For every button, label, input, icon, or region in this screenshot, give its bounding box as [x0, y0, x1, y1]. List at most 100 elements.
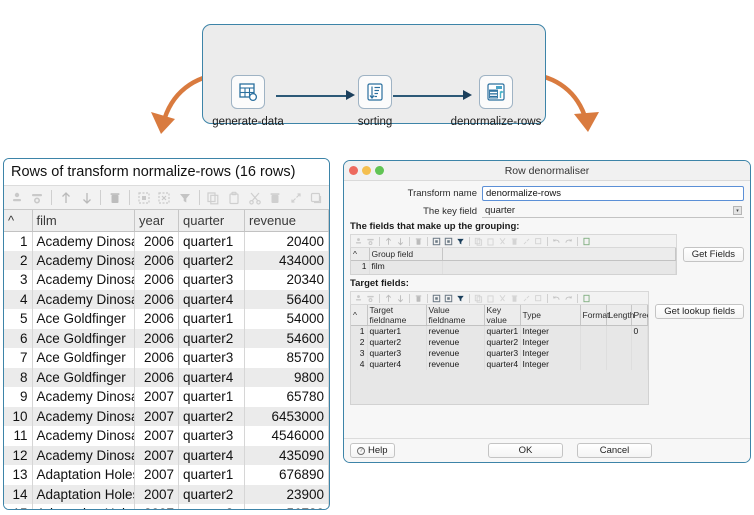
cell-revenue[interactable]: 54000 — [244, 309, 329, 329]
cell-quarter[interactable]: quarter2 — [178, 328, 245, 348]
cancel-button[interactable]: Cancel — [577, 443, 652, 458]
cell-quarter[interactable]: quarter3 — [178, 270, 245, 290]
row-index[interactable]: 2 — [351, 271, 370, 274]
row-index[interactable]: 9 — [4, 387, 33, 407]
cell-year[interactable]: 2007 — [134, 504, 179, 509]
target-col-header-target-fieldname[interactable]: Target fieldname — [367, 305, 427, 326]
filter-icon[interactable] — [455, 293, 466, 304]
add-row-icon[interactable] — [353, 293, 364, 304]
row-index[interactable]: 6 — [4, 328, 33, 348]
flow-node-sorting[interactable]: sorting — [320, 75, 430, 128]
cell-key-value[interactable]: quarter4 — [484, 358, 521, 370]
cell-film[interactable]: Academy Dinosaur — [32, 426, 135, 446]
cell-revenue[interactable]: 435090 — [244, 445, 329, 465]
cell-year[interactable]: 2006 — [134, 270, 179, 290]
cell-year[interactable]: 2006 — [134, 328, 179, 348]
cell-film[interactable]: Adaptation Holes — [32, 465, 135, 485]
delete-icon[interactable] — [413, 236, 424, 247]
select-all-icon[interactable] — [431, 293, 442, 304]
clear-selection-icon[interactable] — [154, 188, 174, 208]
cell-key-value[interactable]: quarter2 — [484, 336, 521, 348]
cell-year[interactable]: 2006 — [134, 367, 179, 387]
paste-icon[interactable] — [224, 188, 244, 208]
cell-length[interactable] — [606, 358, 632, 370]
minimize-icon[interactable] — [362, 166, 371, 175]
cell-value-fieldname[interactable]: revenue — [426, 358, 485, 370]
target-col-header-sort[interactable]: ^ — [351, 305, 368, 326]
delete-rows-icon[interactable] — [509, 293, 520, 304]
paste-icon[interactable] — [485, 293, 496, 304]
group-col-header-blank[interactable] — [442, 248, 676, 261]
cell-year[interactable]: 2006 — [134, 289, 179, 309]
cell-quarter[interactable]: quarter1 — [178, 309, 245, 329]
cut-icon[interactable] — [245, 188, 265, 208]
cell-year[interactable]: 2007 — [134, 387, 179, 407]
move-down-icon[interactable] — [395, 236, 406, 247]
cell-year[interactable]: 2007 — [134, 484, 179, 504]
cell-group-field[interactable]: film — [369, 260, 443, 271]
cell-revenue[interactable]: 85700 — [244, 348, 329, 368]
clear-selection-icon[interactable] — [443, 293, 454, 304]
row-index[interactable]: 15 — [4, 504, 33, 509]
col-header-quarter[interactable]: quarter — [178, 210, 245, 232]
move-down-icon[interactable] — [77, 188, 97, 208]
flow-node-denormalize-rows[interactable]: denormalize-rows — [441, 75, 551, 128]
cell-key-value[interactable]: quarter3 — [484, 347, 521, 359]
cut-icon[interactable] — [497, 236, 508, 247]
row-index[interactable]: 1 — [4, 231, 33, 251]
target-col-header-key-value[interactable]: Key value — [484, 305, 521, 326]
move-up-icon[interactable] — [383, 236, 394, 247]
cell-type[interactable]: Integer — [520, 325, 581, 337]
transform-name-input[interactable] — [482, 186, 744, 201]
cell-film[interactable]: Adaptation Holes — [32, 504, 135, 509]
cell-quarter[interactable]: quarter1 — [178, 387, 245, 407]
cell-revenue[interactable]: 9800 — [244, 367, 329, 387]
cell-year[interactable]: 2007 — [134, 406, 179, 426]
delete-rows-icon[interactable] — [509, 236, 520, 247]
cell-film[interactable]: Academy Dinosaur — [32, 289, 135, 309]
cell-quarter[interactable]: quarter2 — [178, 484, 245, 504]
row-index[interactable]: 10 — [4, 406, 33, 426]
target-col-header-format[interactable]: Format — [580, 305, 609, 326]
select-all-icon[interactable] — [431, 236, 442, 247]
cell-group-field[interactable]: year — [369, 271, 443, 274]
row-index[interactable]: 4 — [4, 289, 33, 309]
cell-year[interactable]: 2007 — [134, 465, 179, 485]
row-index[interactable]: 2 — [351, 336, 368, 348]
script-icon[interactable] — [581, 236, 592, 247]
cell-precision[interactable] — [631, 347, 649, 359]
remove-filter-icon[interactable] — [28, 188, 48, 208]
cell-type[interactable]: Integer — [520, 347, 581, 359]
cut-icon[interactable] — [497, 293, 508, 304]
group-field-row[interactable]: 2year — [351, 271, 676, 274]
cell-type[interactable]: Integer — [520, 336, 581, 348]
row-index[interactable]: 3 — [4, 270, 33, 290]
redo-icon[interactable] — [563, 293, 574, 304]
get-fields-button[interactable]: Get Fields — [682, 247, 744, 262]
chevron-down-icon[interactable]: ▾ — [733, 206, 742, 215]
col-header-sort[interactable]: ^ — [4, 210, 33, 232]
duplicate-icon[interactable] — [306, 188, 326, 208]
close-icon[interactable] — [349, 166, 358, 175]
cell-quarter[interactable]: quarter4 — [178, 445, 245, 465]
filter-icon[interactable] — [455, 236, 466, 247]
shrink-icon[interactable] — [521, 236, 532, 247]
redo-icon[interactable] — [563, 236, 574, 247]
cell-quarter[interactable]: quarter4 — [178, 289, 245, 309]
paste-icon[interactable] — [485, 236, 496, 247]
cell-length[interactable] — [606, 336, 632, 348]
copy-icon[interactable] — [473, 293, 484, 304]
cell-quarter[interactable]: quarter4 — [178, 367, 245, 387]
cell-revenue[interactable]: 676890 — [244, 465, 329, 485]
cell-quarter[interactable]: quarter3 — [178, 348, 245, 368]
row-index[interactable]: 3 — [351, 347, 368, 359]
col-header-year[interactable]: year — [134, 210, 179, 232]
cell-year[interactable]: 2006 — [134, 231, 179, 251]
cell-quarter[interactable]: quarter2 — [178, 250, 245, 270]
